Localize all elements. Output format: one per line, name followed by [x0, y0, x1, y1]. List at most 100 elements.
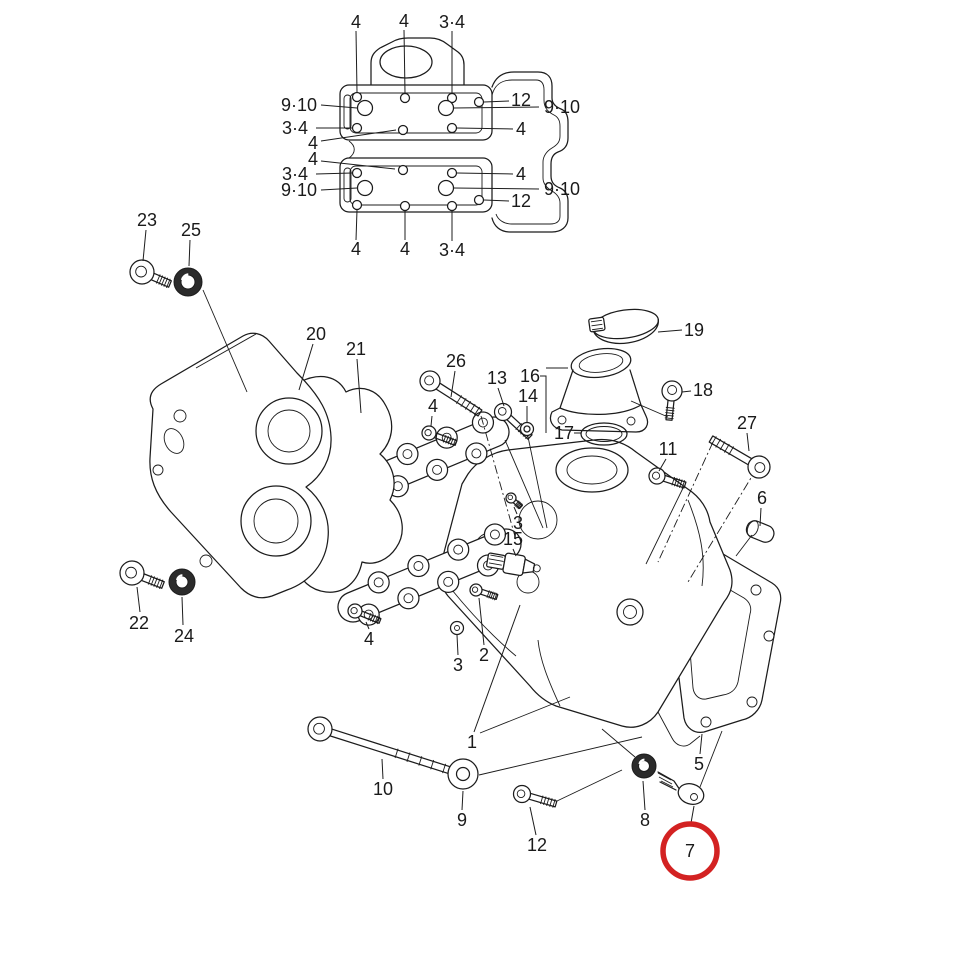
callout-4: 4 [351, 12, 361, 93]
part-label-11: 11 [659, 439, 678, 459]
part-label-9·10: 9·10 [544, 179, 580, 199]
callout-4: 4 [456, 119, 526, 139]
valve-cover-20-drawing [149, 332, 332, 599]
bolt-drawing [505, 492, 524, 510]
part-label-3·4: 3·4 [439, 240, 465, 260]
callout-4: 4 [400, 211, 410, 259]
callout-3·4: 3·4 [282, 164, 353, 184]
washer-drawing [447, 758, 479, 790]
part-label-9·10: 9·10 [281, 180, 317, 200]
part-label-4: 4 [364, 629, 374, 649]
fastener-drawings [119, 259, 771, 808]
callout-19: 19 [657, 320, 704, 340]
callout-11: 11 [658, 439, 678, 472]
bolt-drawing [469, 583, 499, 601]
callout-26: 26 [446, 351, 466, 398]
callout-12: 12 [527, 806, 547, 855]
bolt-drawing [512, 784, 558, 808]
callout-20: 20 [298, 324, 326, 391]
callout-9: 9 [457, 790, 467, 830]
part-label-10: 10 [373, 779, 393, 799]
callout-3·4: 3·4 [439, 12, 465, 93]
part-label-19: 19 [684, 320, 704, 340]
part-label-3: 3 [513, 513, 523, 533]
callout-12: 12 [483, 191, 531, 211]
washer-drawing [519, 421, 535, 437]
bolt-drawing [648, 467, 687, 489]
cap-6-drawing [745, 520, 775, 543]
part-label-21: 21 [346, 339, 366, 359]
callout-4: 4 [364, 621, 374, 649]
part-label-12: 12 [527, 835, 547, 855]
highlight-circle [660, 821, 720, 881]
part-label-14: 14 [518, 386, 538, 406]
part-label-7: 7 [685, 841, 695, 861]
callout-12: 12 [483, 90, 531, 110]
callout-3: 3 [513, 506, 523, 533]
callout-17: 17 [554, 423, 581, 443]
part-label-12: 12 [511, 191, 531, 211]
part-label-12: 12 [511, 90, 531, 110]
callout-3·4: 3·4 [439, 211, 465, 260]
callout-24: 24 [174, 596, 194, 646]
part-label-6: 6 [757, 488, 767, 508]
intake-pipe-16-drawing [549, 347, 649, 433]
callout-9·10: 9·10 [453, 179, 580, 199]
part-label-9·10: 9·10 [281, 95, 317, 115]
breather-valve-7-drawing [657, 771, 705, 805]
callout-4: 4 [308, 129, 397, 153]
part-label-18: 18 [693, 380, 713, 400]
part-label-24: 24 [174, 626, 194, 646]
part-label-15: 15 [503, 529, 523, 549]
callout-1: 1 [467, 604, 521, 752]
part-label-4: 4 [308, 149, 318, 169]
callout-8: 8 [640, 780, 650, 830]
part-label-1: 1 [467, 732, 477, 752]
callout-4: 4 [351, 209, 361, 259]
top-view-gasket-drawing [339, 37, 569, 233]
part-label-4: 4 [400, 239, 410, 259]
callout-13: 13 [487, 368, 507, 407]
callout-22: 22 [129, 586, 149, 633]
part-label-20: 20 [306, 324, 326, 344]
callout-5: 5 [694, 733, 704, 774]
part-label-2: 2 [479, 645, 489, 665]
callout-15: 15 [503, 529, 523, 557]
bolt-drawing [421, 425, 458, 447]
part-label-4: 4 [516, 119, 526, 139]
callout-4: 4 [399, 11, 409, 94]
callout-21: 21 [346, 339, 366, 414]
callout-25: 25 [181, 220, 201, 267]
part-label-4: 4 [351, 12, 361, 32]
part-label-23: 23 [137, 210, 157, 230]
dome-bolt-drawing [449, 620, 465, 636]
grommet-drawing [631, 753, 657, 779]
callout-2: 2 [478, 597, 489, 665]
callout-7: 7 [685, 805, 695, 861]
callout-9·10: 9·10 [453, 97, 580, 117]
part-label-3: 3 [453, 655, 463, 675]
part-label-16: 16 [520, 366, 540, 386]
part-label-4: 4 [428, 396, 438, 416]
part-label-9: 9 [457, 810, 467, 830]
part-label-4: 4 [308, 133, 318, 153]
part-label-4: 4 [351, 239, 361, 259]
part-label-17: 17 [554, 423, 574, 443]
bolt-drawing [129, 259, 173, 288]
bolt-drawing [661, 380, 683, 421]
part-label-4: 4 [399, 11, 409, 31]
callout-3: 3 [453, 634, 463, 675]
part-label-3·4: 3·4 [282, 164, 308, 184]
part-label-9·10: 9·10 [544, 97, 580, 117]
part-label-26: 26 [446, 351, 466, 371]
part-label-25: 25 [181, 220, 201, 240]
part-label-13: 13 [487, 368, 507, 388]
bolt-drawing [419, 370, 483, 417]
part-label-5: 5 [694, 754, 704, 774]
spark-plug-15-drawing [486, 552, 541, 577]
callout-14: 14 [518, 386, 538, 422]
aux-lines [202, 289, 758, 802]
